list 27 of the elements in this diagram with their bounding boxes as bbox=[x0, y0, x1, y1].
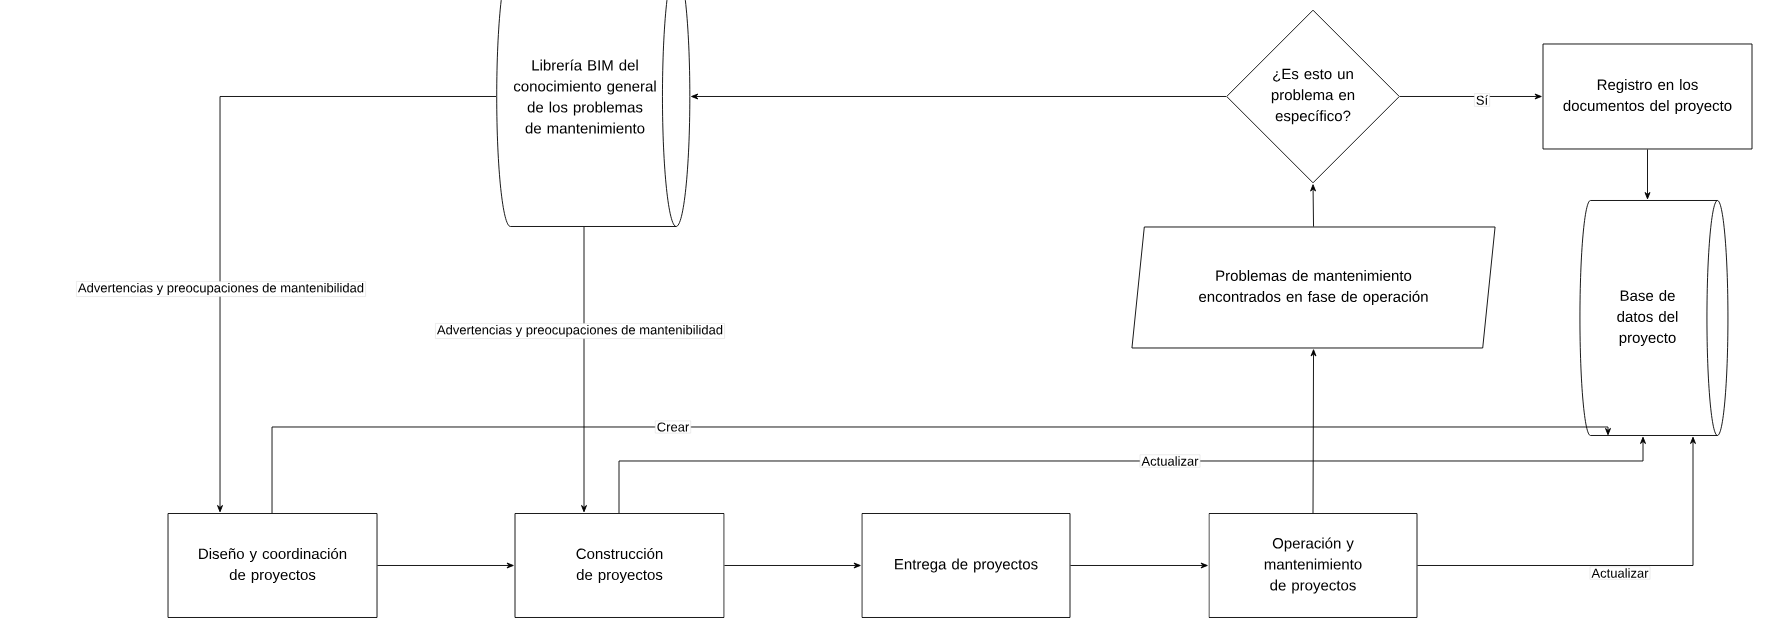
process-box: Operación y mantenimiento de proyectos bbox=[1208, 513, 1418, 618]
edge-label: Crear bbox=[655, 420, 691, 434]
arrow bbox=[377, 562, 514, 569]
arrow bbox=[691, 93, 1227, 100]
arrow bbox=[1644, 149, 1651, 200]
edge-label: Actualizar bbox=[1139, 454, 1201, 468]
arrow bbox=[1417, 436, 1696, 566]
edge-label: Actualizar bbox=[1589, 566, 1651, 580]
edge-label: Sí bbox=[1474, 93, 1490, 107]
process-box: Entrega de proyectos bbox=[861, 513, 1071, 618]
process-box: Construcción de proyectos bbox=[514, 513, 725, 618]
arrow bbox=[271, 426, 1611, 514]
database-cylinder: Base de datos del proyecto bbox=[1579, 200, 1729, 436]
arrow bbox=[217, 96, 497, 513]
arrow bbox=[1070, 562, 1208, 569]
arrow bbox=[618, 436, 1646, 514]
database-cylinder: Librería BIM del conocimiento general de los problemas de mantenimiento bbox=[496, 0, 691, 227]
edge-label: Advertencias y preocupaciones de mantenibilidad bbox=[435, 323, 725, 339]
process-box: Registro en los documentos del proyecto bbox=[1542, 43, 1753, 150]
arrow bbox=[1399, 93, 1542, 100]
arrow bbox=[1310, 184, 1317, 227]
arrow bbox=[1310, 349, 1317, 514]
arrow bbox=[724, 562, 861, 569]
edge-label: Advertencias y preocupaciones de mantenibilidad bbox=[76, 281, 366, 297]
arrow bbox=[581, 226, 587, 513]
process-box: Diseño y coordinación de proyectos bbox=[167, 513, 378, 618]
data-parallelogram: Problemas de mantenimiento encontrados en fase de operación bbox=[1131, 226, 1496, 349]
